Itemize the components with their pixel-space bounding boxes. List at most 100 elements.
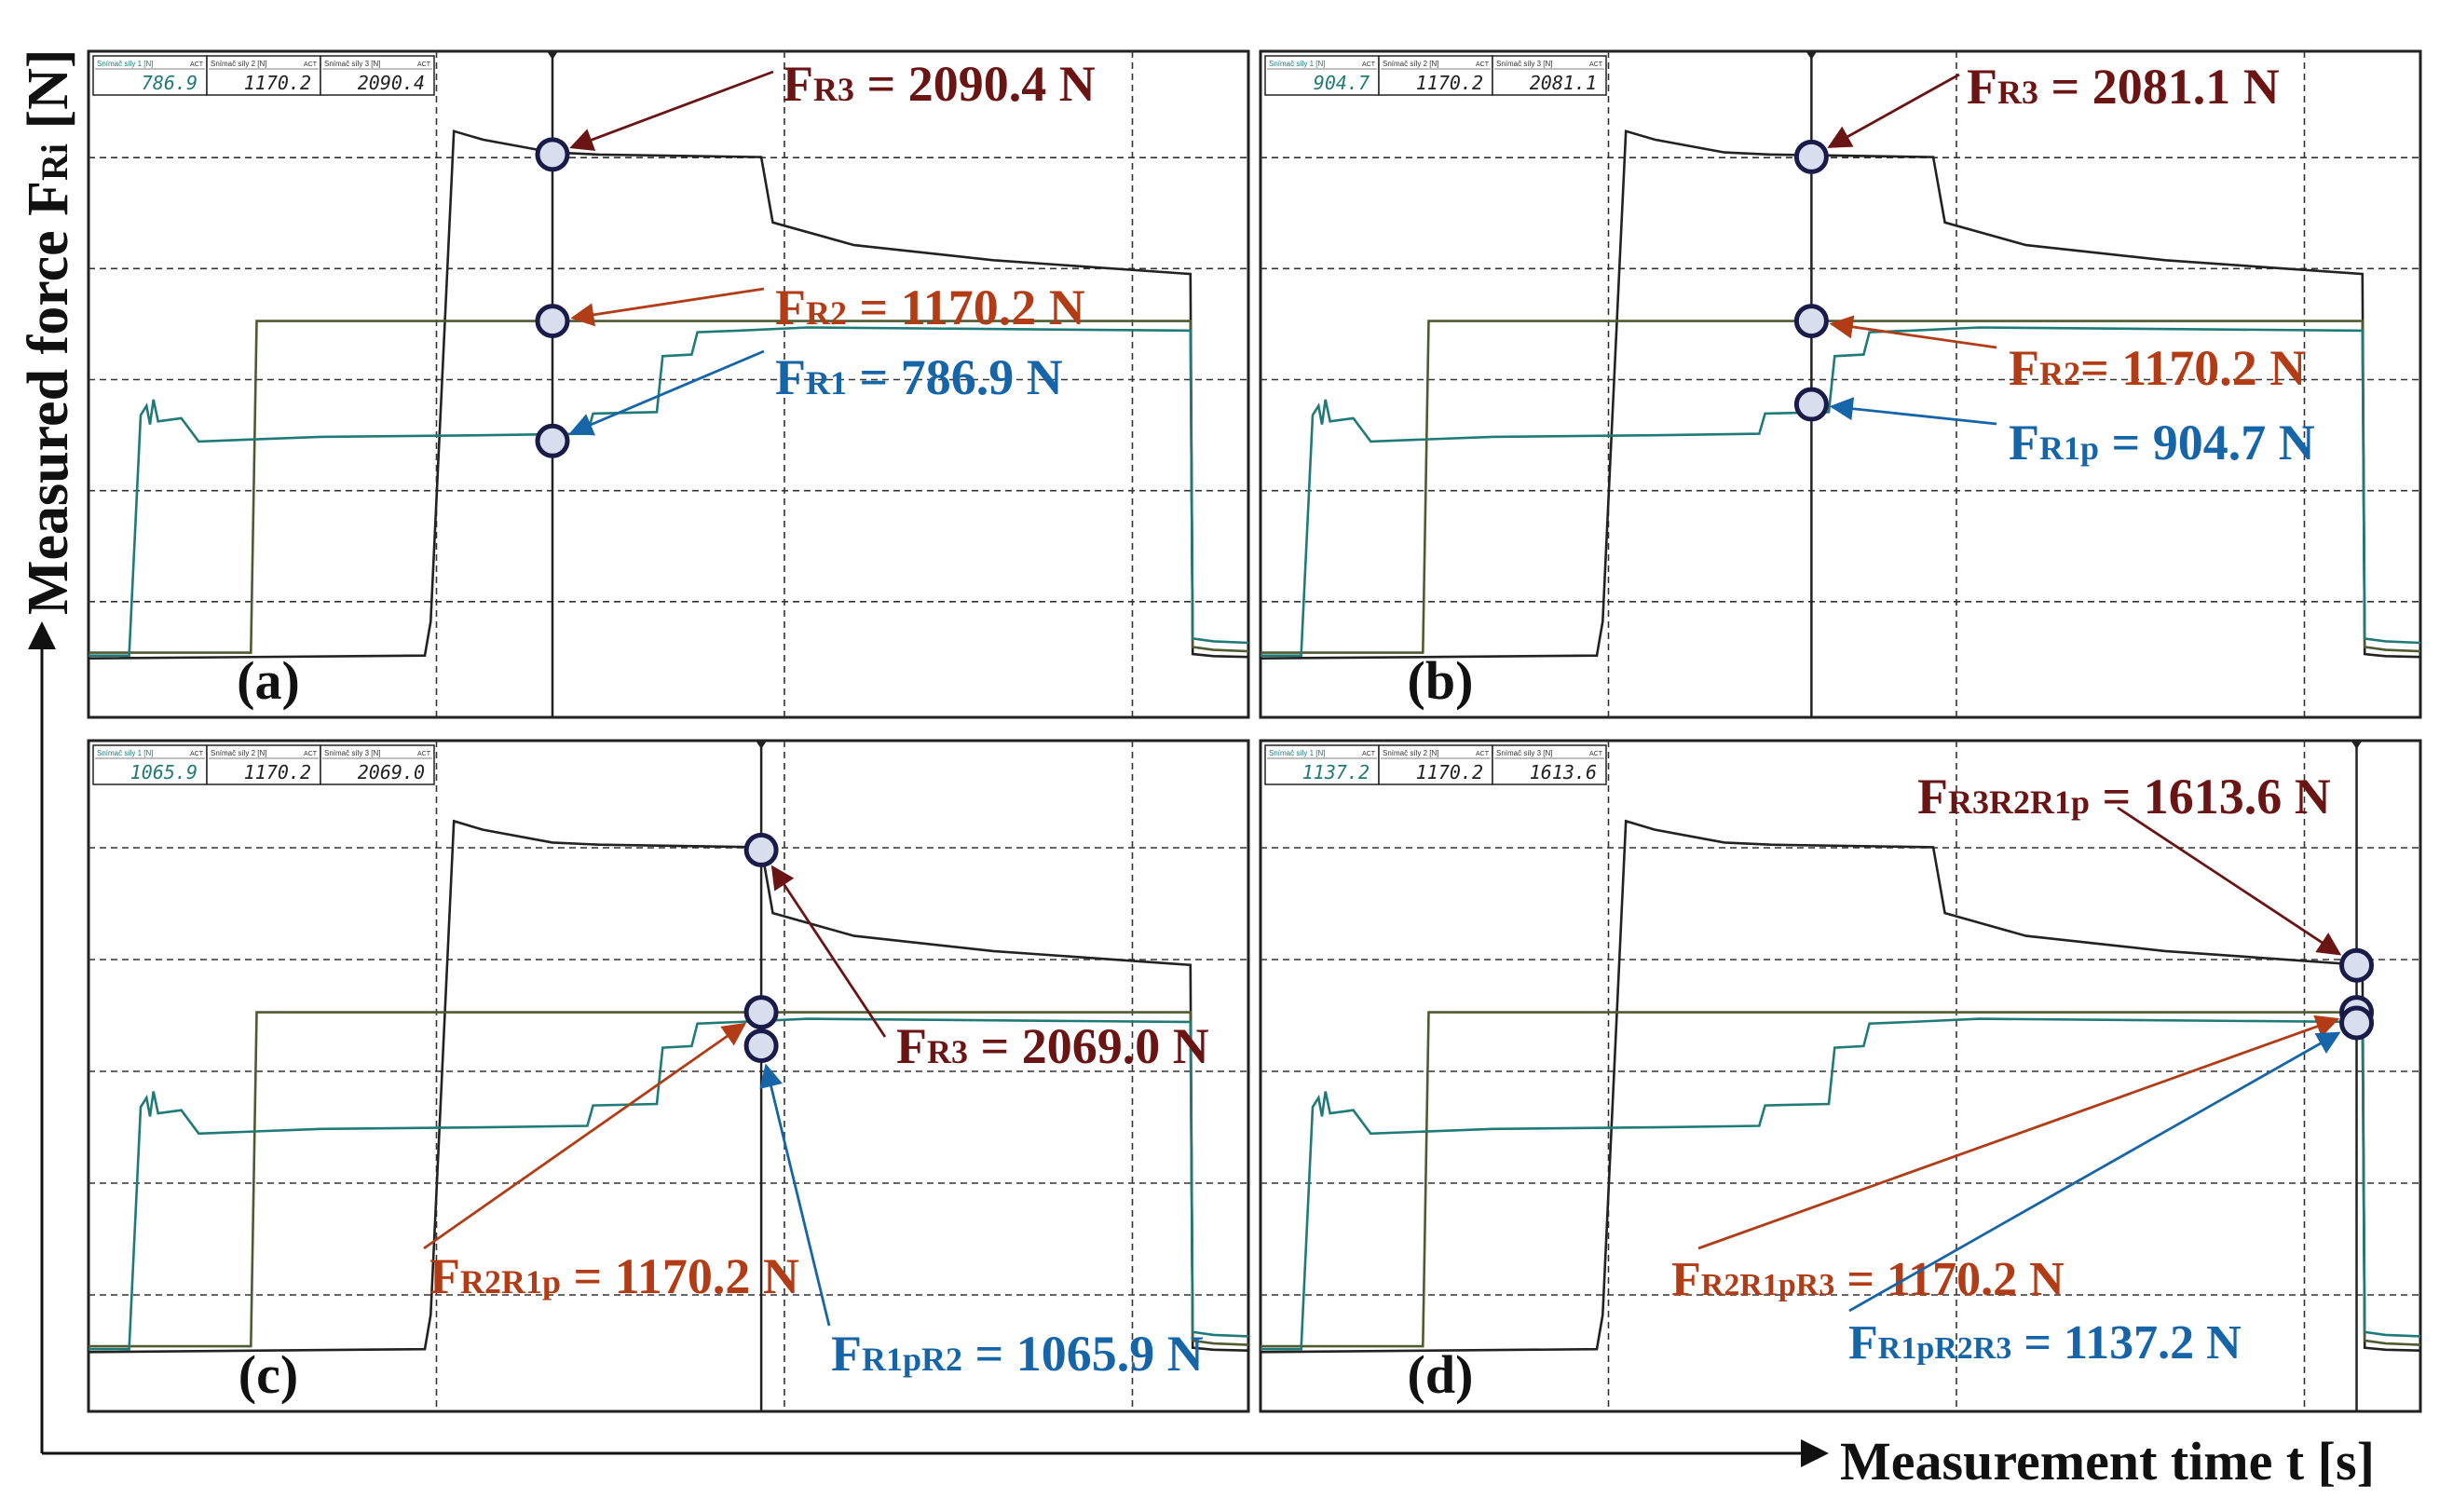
annotation-value: = 2081.1 N <box>2038 59 2280 115</box>
marker-r3 <box>2339 947 2375 983</box>
readout-value: 904.7 <box>1314 72 1370 94</box>
readout-label: Snímač síly 2 [N] <box>1383 749 1438 757</box>
annotation-value: = 1065.9 N <box>962 1326 1204 1382</box>
readout-value: 1170.2 <box>244 761 311 783</box>
annotation-arrow <box>570 287 765 327</box>
panel-label: (c) <box>238 1344 298 1405</box>
annotation-sub: R2 <box>2039 355 2080 392</box>
readout-label: Snímač síly 2 [N] <box>1383 60 1438 68</box>
annotation-arrow <box>569 70 774 151</box>
annotation-sub: R2 <box>806 294 847 332</box>
marker-r2 <box>1793 304 1829 339</box>
readout-cell-2: Snímač síly 2 [N] ACT 1170.2 <box>206 55 321 96</box>
readout-cell-frame <box>320 744 435 785</box>
trace-force-sensor-1 <box>89 1017 1249 1351</box>
annotation-sub: R1p <box>2039 429 2099 467</box>
cursor-handle <box>2351 741 2363 749</box>
readout-value: 1170.2 <box>1416 761 1483 783</box>
panel-frame <box>1259 739 2422 1413</box>
readout-label: Snímač síly 1 [N] <box>1269 749 1325 757</box>
annotation-value: = 786.9 N <box>847 349 1063 405</box>
cursor-handle <box>1806 51 1818 60</box>
annotation-r3: FR3 = 2090.4 N <box>783 56 1096 112</box>
readout-value: 1170.2 <box>244 72 311 94</box>
readout-tag: ACT <box>1589 751 1603 757</box>
readout-tag: ACT <box>1476 751 1490 757</box>
annotation-main: F <box>775 279 806 335</box>
readout-cell-1: Snímač síly 1 [N] ACT 904.7 <box>1264 55 1380 96</box>
marker-r1 <box>2339 1005 2375 1041</box>
readout-label: Snímač síly 3 [N] <box>1496 60 1552 68</box>
readout-cell-frame <box>320 55 435 96</box>
readout-label: Snímač síly 2 [N] <box>211 749 266 757</box>
readout-tag: ACT <box>304 751 318 757</box>
readout-label: Snímač síly 1 [N] <box>1269 60 1325 68</box>
annotation-value: = 2090.4 N <box>854 56 1096 112</box>
trace-force-sensor-2 <box>89 1011 1249 1348</box>
y-axis-label-main: Measured force F <box>17 181 80 615</box>
cursor-handle <box>547 51 558 60</box>
readout-tag: ACT <box>417 751 431 757</box>
readout-cell-frame <box>1264 744 1380 785</box>
readout-tag: ACT <box>1362 61 1376 68</box>
readout-tag: ACT <box>1476 61 1490 68</box>
readout-cell-frame <box>1492 55 1607 96</box>
annotation-main: F <box>1967 59 1997 115</box>
annotation-value: = 1170.2 N <box>2080 340 2306 396</box>
annotation-arrow <box>1827 73 1960 148</box>
readout-cell-2: Snímač síly 2 [N] ACT 1170.2 <box>1378 744 1493 785</box>
readout-cell-frame <box>206 744 321 785</box>
readout-label: Snímač síly 2 [N] <box>211 60 266 68</box>
annotation-r1: FR1 = 786.9 N <box>775 349 1063 405</box>
readout-label: Snímač síly 1 [N] <box>97 60 153 68</box>
y-axis-label-sub: Ri <box>34 143 75 181</box>
annotation-arrow <box>1829 397 1997 426</box>
annotation-value: = 1170.2 N <box>561 1248 799 1304</box>
readout-label: Snímač síly 3 [N] <box>324 60 380 68</box>
marker-r2 <box>535 304 570 339</box>
annotation-r3: FR3 = 2081.1 N <box>1967 59 2280 115</box>
marker-r3 <box>535 137 570 172</box>
panel-frame <box>87 49 1250 719</box>
annotation-arrow <box>1697 1015 2340 1250</box>
readout-label: Snímač síly 3 [N] <box>1496 749 1552 757</box>
y-axis-label-unit: [N] <box>17 48 80 143</box>
annotation-arrow <box>1848 1031 2341 1313</box>
y-axis-label: Measured force FRi [N] <box>17 48 80 615</box>
readout-cell-frame <box>1492 744 1607 785</box>
annotation-main: F <box>896 1018 927 1074</box>
annotation-sub: R2R1p <box>460 1263 561 1301</box>
readout-tag: ACT <box>304 61 318 68</box>
annotation-sub: R3 <box>1997 74 2038 111</box>
readout-cell-frame <box>206 55 321 96</box>
readout-value: 1065.9 <box>130 761 198 783</box>
readout-label: Snímač síly 1 [N] <box>97 749 153 757</box>
annotation-sub: R3 <box>813 71 854 108</box>
readout-value: 2090.4 <box>358 72 425 94</box>
marker-r2 <box>743 995 779 1030</box>
annotation-sub: R1pR2 <box>862 1341 962 1378</box>
annotation-r3: FR3 = 2069.0 N <box>896 1018 1209 1074</box>
readout-tag: ACT <box>190 61 204 68</box>
readout-value: 1613.6 <box>1530 761 1597 783</box>
annotation-main: F <box>2009 340 2039 396</box>
annotation-value: = 1613.6 N <box>2090 769 2331 824</box>
trace-force-sensor-2 <box>1261 320 2421 654</box>
annotation-main: F <box>775 349 806 405</box>
readout-label: Snímač síly 3 [N] <box>324 749 380 757</box>
annotation-main: F <box>1671 1253 1701 1306</box>
x-axis-label: Measurement time t [s] <box>1840 1431 2375 1492</box>
annotation-main: F <box>831 1326 862 1382</box>
annotation-r1: FR1pR2R3 = 1137.2 N <box>1848 1316 2242 1369</box>
marker-r1 <box>1793 387 1829 422</box>
annotation-r2: FR2 = 1170.2 N <box>775 279 1085 335</box>
annotation-main: F <box>1848 1316 1878 1369</box>
annotation-arrow <box>1829 315 1997 349</box>
